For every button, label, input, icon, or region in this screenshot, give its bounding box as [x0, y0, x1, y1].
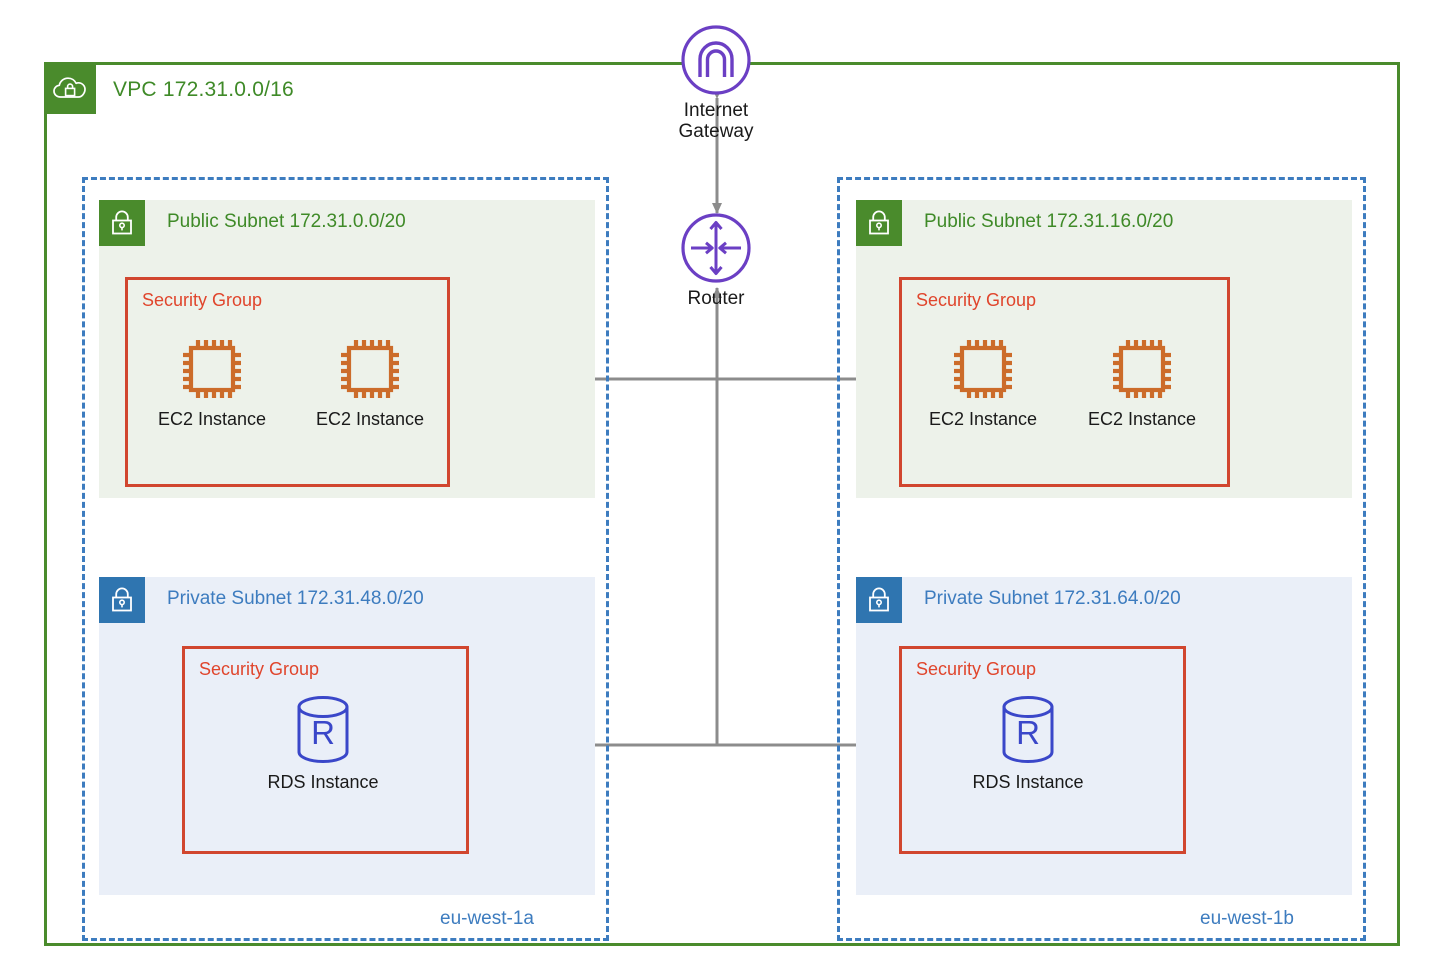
az-label-eu-west-1b: eu-west-1b — [1200, 908, 1294, 929]
availability-zone-eu-west-1b — [837, 177, 1366, 941]
subnet-background — [856, 200, 1352, 498]
vpc-badge — [44, 62, 96, 114]
ec2-instance-label: EC2 Instance — [157, 409, 267, 429]
ec2-instance-node[interactable]: EC2 Instance — [918, 333, 1048, 430]
vpc-title: VPC 172.31.0.0/16 — [113, 78, 294, 101]
subnet-badge — [856, 200, 902, 246]
router-node[interactable]: Router — [626, 210, 806, 309]
ec2-instance-node[interactable]: EC2 Instance — [147, 333, 277, 430]
ec2-instance-node[interactable]: EC2 Instance — [305, 333, 435, 430]
security-group-title: Security Group — [199, 659, 320, 679]
rds-instance-node[interactable]: R RDS Instance — [258, 694, 388, 793]
lock-icon — [109, 586, 135, 614]
ec2-chip-icon — [334, 333, 406, 405]
subnet-title: Private Subnet 172.31.64.0/20 — [924, 588, 1181, 609]
lock-icon — [866, 586, 892, 614]
ec2-instance-label: EC2 Instance — [928, 409, 1038, 429]
subnet-title: Private Subnet 172.31.48.0/20 — [167, 588, 424, 609]
security-group-title: Security Group — [142, 290, 263, 310]
rds-database-icon: R — [997, 694, 1059, 768]
router-label: Router — [687, 288, 745, 309]
security-group-title: Security Group — [916, 659, 1037, 679]
internet-gateway-icon — [678, 22, 754, 98]
subnet-public-eu-west-1a: Public Subnet 172.31.0.0/20 — [99, 200, 595, 498]
rds-glyph: R — [311, 714, 335, 751]
subnet-private-eu-west-1b: Private Subnet 172.31.64.0/20 — [856, 577, 1352, 895]
rds-glyph: R — [1016, 714, 1040, 751]
rds-instance-label: RDS Instance — [972, 772, 1084, 792]
subnet-public-eu-west-1b: Public Subnet 172.31.16.0/20 — [856, 200, 1352, 498]
az-label-eu-west-1a: eu-west-1a — [440, 908, 534, 929]
security-group-title: Security Group — [916, 290, 1037, 310]
security-group-private-eu-west-1b: Security Group — [899, 646, 1186, 854]
internet-gateway-label: Internet Gateway — [679, 100, 754, 143]
subnet-title: Public Subnet 172.31.0.0/20 — [167, 211, 406, 232]
security-group-public-eu-west-1b: Security Group — [899, 277, 1230, 487]
subnet-badge — [99, 200, 145, 246]
cloud-lock-icon — [53, 75, 87, 101]
security-group-private-eu-west-1a: Security Group — [182, 646, 469, 854]
ec2-chip-icon — [1106, 333, 1178, 405]
ec2-instance-node[interactable]: EC2 Instance — [1077, 333, 1207, 430]
subnet-badge — [856, 577, 902, 623]
subnet-background — [856, 577, 1352, 895]
lock-icon — [109, 209, 135, 237]
igw-label-line1: Internet — [683, 100, 749, 121]
subnet-badge — [99, 577, 145, 623]
subnet-title: Public Subnet 172.31.16.0/20 — [924, 211, 1174, 232]
ec2-chip-icon — [947, 333, 1019, 405]
security-group-public-eu-west-1a: Security Group — [125, 277, 450, 487]
router-icon — [678, 210, 754, 286]
ec2-chip-icon — [176, 333, 248, 405]
availability-zone-eu-west-1a — [82, 177, 609, 941]
rds-instance-node[interactable]: R RDS Instance — [963, 694, 1093, 793]
igw-label-line2: Gateway — [678, 121, 754, 143]
lock-icon — [866, 209, 892, 237]
internet-gateway-node[interactable]: Internet Gateway — [626, 22, 806, 143]
rds-instance-label: RDS Instance — [267, 772, 379, 792]
ec2-instance-label: EC2 Instance — [315, 409, 425, 429]
ec2-instance-label: EC2 Instance — [1087, 409, 1197, 429]
rds-database-icon: R — [292, 694, 354, 768]
